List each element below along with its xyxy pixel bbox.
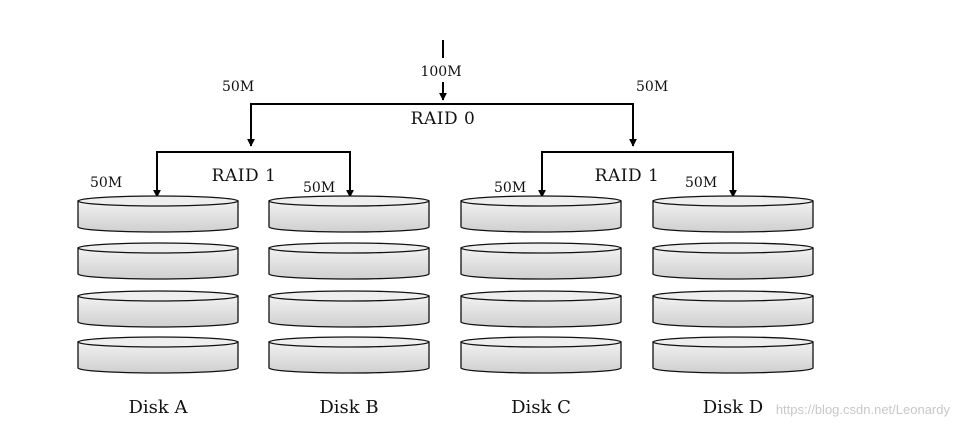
disk-c-label: Disk C [511, 397, 571, 418]
disk-a-input-label: 50M [90, 175, 122, 191]
raid1-right-branch-line [541, 151, 734, 180]
disk-platter [77, 242, 239, 280]
raid1-right-label: RAID 1 [595, 166, 660, 186]
disk-platter [268, 290, 430, 328]
raid1-left-label: RAID 1 [212, 166, 277, 186]
disk-platter [652, 336, 814, 374]
disk-platter [652, 195, 814, 233]
raid1-left-branch-line [156, 151, 351, 180]
disk-platter [268, 195, 430, 233]
disk-d-stack [652, 195, 814, 374]
disk-c-stack [460, 195, 622, 374]
disk-platter [268, 242, 430, 280]
raid0-left-label: 50M [222, 79, 254, 95]
disk-c-input-label: 50M [494, 180, 526, 196]
raid0-branch-line [250, 103, 634, 144]
disk-b-stack [268, 195, 430, 374]
disk-d-input-label: 50M [685, 175, 717, 191]
disk-b-label: Disk B [319, 397, 378, 418]
raid0-label: RAID 0 [411, 109, 476, 129]
disk-platter [77, 336, 239, 374]
input-label: 100M [420, 64, 461, 80]
disk-stacks [77, 195, 814, 374]
disk-platter [77, 290, 239, 328]
disk-platter [268, 336, 430, 374]
disk-platter [652, 242, 814, 280]
disk-platter [77, 195, 239, 233]
disk-platter [460, 290, 622, 328]
disk-a-label: Disk A [128, 397, 188, 418]
disk-b-input-label: 50M [303, 180, 335, 196]
disk-d-label: Disk D [703, 397, 764, 418]
disk-platter [460, 336, 622, 374]
disk-platter [460, 242, 622, 280]
disk-a-stack [77, 195, 239, 374]
disk-platter [652, 290, 814, 328]
disk-platter [460, 195, 622, 233]
raid0-right-label: 50M [636, 79, 668, 95]
watermark: https://blog.csdn.net/Leonardy [776, 402, 951, 417]
